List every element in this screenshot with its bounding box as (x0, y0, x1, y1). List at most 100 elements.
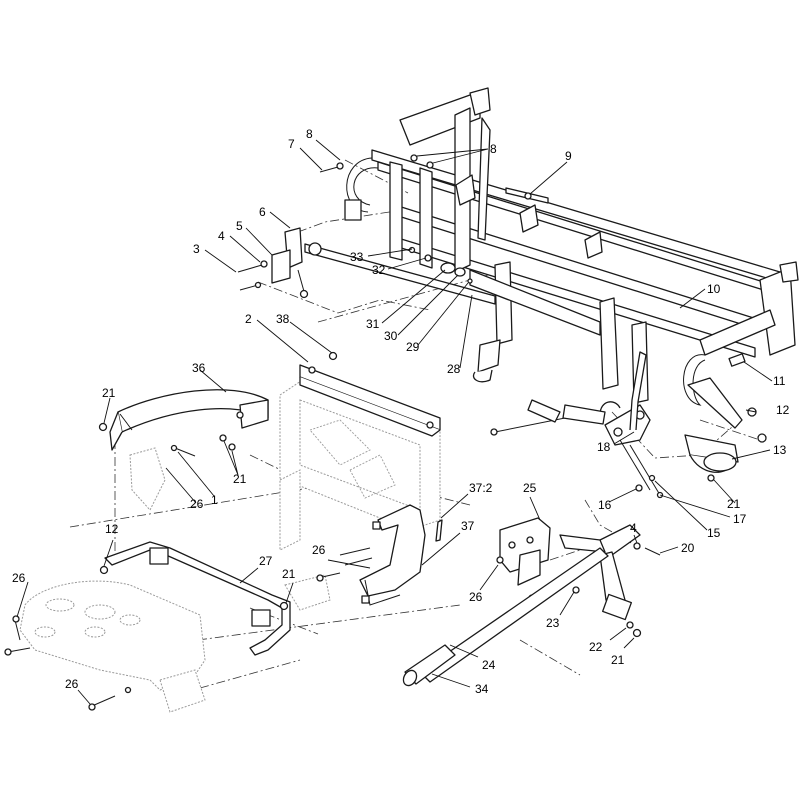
callout-20: 20 (681, 541, 695, 555)
callout-3: 3 (193, 242, 200, 256)
callout-26: 26 (12, 571, 26, 585)
callout-2: 2 (245, 312, 252, 326)
callout-13: 13 (773, 443, 787, 457)
callout-31: 31 (366, 317, 380, 331)
upper-left-hardware (237, 154, 549, 305)
svg-text:25: 25 (523, 481, 537, 495)
svg-text:34: 34 (475, 682, 489, 696)
callout-36: 36 (192, 361, 206, 375)
callout-26: 26 (469, 590, 483, 604)
svg-text:11: 11 (773, 374, 786, 388)
svg-text:21: 21 (611, 653, 625, 667)
svg-text:3: 3 (193, 242, 200, 256)
callout-4: 4 (218, 229, 225, 243)
callout-10: 10 (707, 282, 721, 296)
svg-text:26: 26 (12, 571, 26, 585)
callout-1: 1 (211, 493, 218, 507)
svg-text:30: 30 (384, 329, 398, 343)
callout-26: 26 (65, 677, 79, 691)
svg-text:33: 33 (350, 250, 364, 264)
callout-37: 37 (461, 519, 475, 533)
svg-text:8: 8 (490, 142, 497, 156)
main-frame (344, 87, 799, 429)
svg-text:7: 7 (288, 137, 295, 151)
callout-12: 12 (776, 403, 790, 417)
callout-25: 25 (523, 481, 537, 495)
callout-21: 21 (611, 653, 625, 667)
svg-text:29: 29 (406, 340, 420, 354)
callout-27: 27 (259, 554, 273, 568)
svg-text:37: 37 (461, 519, 475, 533)
lever-assembly (402, 517, 661, 687)
svg-text:27: 27 (259, 554, 273, 568)
callout-16: 16 (598, 498, 612, 512)
callout-22: 22 (589, 640, 603, 654)
svg-text:32: 32 (372, 263, 386, 277)
svg-text:16: 16 (598, 498, 612, 512)
base-plate-27 (4, 541, 341, 713)
callout-9: 9 (565, 149, 572, 163)
svg-text:24: 24 (482, 658, 496, 672)
svg-text:23: 23 (546, 616, 560, 630)
svg-text:28: 28 (447, 362, 461, 376)
callout-6: 6 (259, 205, 266, 219)
svg-text:21: 21 (727, 497, 741, 511)
callout-7: 7 (288, 137, 295, 151)
callout-29: 29 (406, 340, 420, 354)
callout-26: 26 (312, 543, 326, 557)
svg-text:9: 9 (565, 149, 572, 163)
callout-37-2: 37:2 (469, 481, 493, 495)
svg-text:4: 4 (630, 521, 637, 535)
svg-text:4: 4 (218, 229, 225, 243)
callout-11: 11 (773, 374, 786, 388)
svg-text:12: 12 (105, 522, 119, 536)
svg-text:17: 17 (733, 512, 747, 526)
center-plates (98, 351, 441, 551)
callout-30: 30 (384, 329, 398, 343)
svg-text:15: 15 (707, 526, 721, 540)
callout-18: 18 (597, 440, 611, 454)
svg-text:38: 38 (276, 312, 290, 326)
callout-34: 34 (475, 682, 489, 696)
svg-text:26: 26 (469, 590, 483, 604)
callout-15: 15 (707, 526, 721, 540)
callout-17: 17 (733, 512, 747, 526)
callout-21: 21 (727, 497, 741, 511)
callout-32: 32 (372, 263, 386, 277)
callout-labels: 8 7 8 9 6 5 4 3 33 32 10 31 30 29 2 38 2… (12, 127, 790, 696)
svg-text:21: 21 (282, 567, 296, 581)
svg-text:13: 13 (773, 443, 787, 457)
svg-text:26: 26 (190, 497, 204, 511)
svg-text:26: 26 (312, 543, 326, 557)
callout-8: 8 (306, 127, 313, 141)
callout-5: 5 (236, 219, 243, 233)
svg-text:12: 12 (776, 403, 790, 417)
callout-21: 21 (233, 472, 247, 486)
callout-8: 8 (490, 142, 497, 156)
callout-26: 26 (190, 497, 204, 511)
callout-23: 23 (546, 616, 560, 630)
svg-text:21: 21 (233, 472, 247, 486)
svg-text:2: 2 (245, 312, 252, 326)
svg-text:5: 5 (236, 219, 243, 233)
svg-text:10: 10 (707, 282, 721, 296)
bracket-37 (339, 504, 443, 606)
svg-text:22: 22 (589, 640, 603, 654)
svg-text:6: 6 (259, 205, 266, 219)
callout-24: 24 (482, 658, 496, 672)
svg-text:1: 1 (211, 493, 218, 507)
svg-text:21: 21 (102, 386, 116, 400)
svg-text:18: 18 (597, 440, 611, 454)
callout-21: 21 (282, 567, 296, 581)
svg-text:26: 26 (65, 677, 79, 691)
svg-text:36: 36 (192, 361, 206, 375)
leader-lines (16, 139, 773, 705)
svg-text:8: 8 (306, 127, 313, 141)
callout-33: 33 (350, 250, 364, 264)
svg-text:20: 20 (681, 541, 695, 555)
callout-4: 4 (630, 521, 637, 535)
svg-text:31: 31 (366, 317, 380, 331)
callout-28: 28 (447, 362, 461, 376)
